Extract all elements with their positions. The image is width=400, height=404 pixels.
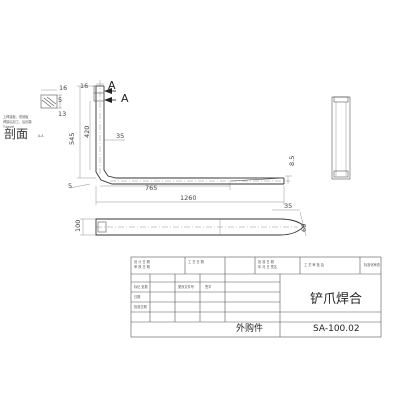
purchased-part-label: 外购件: [236, 322, 263, 334]
plan-view: 100 35 60: [74, 202, 308, 237]
section-detail: 16 5 13 上焊接板、双侧板 焊接后加工，后测量 T:bevel 剖面 A-…: [2, 84, 67, 141]
section-hatch: [43, 97, 55, 107]
dim-765: 765: [145, 184, 157, 192]
section-mark-bottom: A: [121, 92, 129, 105]
section-outline: [40, 94, 58, 109]
dim-60: 60: [300, 224, 308, 232]
dim-8-5: 8.5: [288, 156, 296, 166]
dim-1260: 1260: [180, 194, 197, 202]
end-view-outline: [331, 96, 351, 180]
section-hatch: [41, 99, 52, 108]
dim-35-hook: 35: [116, 132, 124, 140]
tb-small-4: 批 准 日 期: [258, 259, 274, 264]
section-label: 剖面: [4, 127, 28, 141]
tb-small-7: 标准化审查: [364, 262, 381, 267]
fork-outer-edge: [95, 86, 284, 185]
plan-outline: [95, 218, 305, 236]
tb-grid-label-3: 签字: [205, 284, 211, 289]
drawing-code: SA-100.02: [313, 324, 360, 334]
title-block-frame: [130, 256, 382, 338]
tb-grid-label-4: 日期: [134, 294, 140, 299]
dim-5-bend: 5: [68, 182, 72, 190]
end-view: [331, 96, 351, 180]
weld-note-line3: T:bevel: [2, 125, 15, 129]
title-block: 设 计 日 期 审 核 日 期 工 艺 日 期 批 准 日 期 年 月 日 签名…: [130, 256, 382, 338]
dim-13: 13: [58, 110, 66, 118]
side-view: A A 16 545 420 35 765 1260 8.5 5: [68, 79, 296, 205]
part-name: 铲爪焊合: [310, 291, 362, 307]
tb-small-2: 审 核 日 期: [134, 264, 150, 269]
section-sublabel: A-A: [38, 134, 44, 138]
tb-small-6: 工 艺 审 批 会: [304, 262, 325, 267]
fork-inner-edge: [103, 86, 284, 179]
weld-note-line2: 焊接后加工，后测量: [3, 119, 32, 124]
dim-545: 545: [68, 133, 76, 145]
tb-grid-label-2: 更改文件号: [178, 284, 194, 289]
dim-100: 100: [74, 220, 82, 232]
tb-small-5: 年 月 日 签名: [258, 264, 277, 269]
section-hatch: [46, 96, 57, 105]
tb-grid-label-5: 批准日期: [134, 304, 147, 309]
dim-35-tip: 35: [284, 202, 292, 210]
tb-small-1: 设 计 日 期: [134, 259, 150, 264]
plan-heel: [97, 221, 107, 233]
hook-block: [93, 85, 105, 102]
tb-grid-label-1: 标记 处数: [134, 284, 149, 289]
section-arrow-icon: [104, 88, 112, 94]
dim-420: 420: [83, 126, 91, 138]
section-arrow-icon: [104, 97, 112, 103]
section-mark-top: A: [108, 79, 116, 92]
weld-note-line1: 上焊接板、双侧板: [3, 114, 29, 119]
tb-small-3: 工 艺 日 期: [188, 259, 204, 264]
dim-16-top: 16: [59, 84, 67, 92]
dim-5: 5: [58, 96, 62, 104]
